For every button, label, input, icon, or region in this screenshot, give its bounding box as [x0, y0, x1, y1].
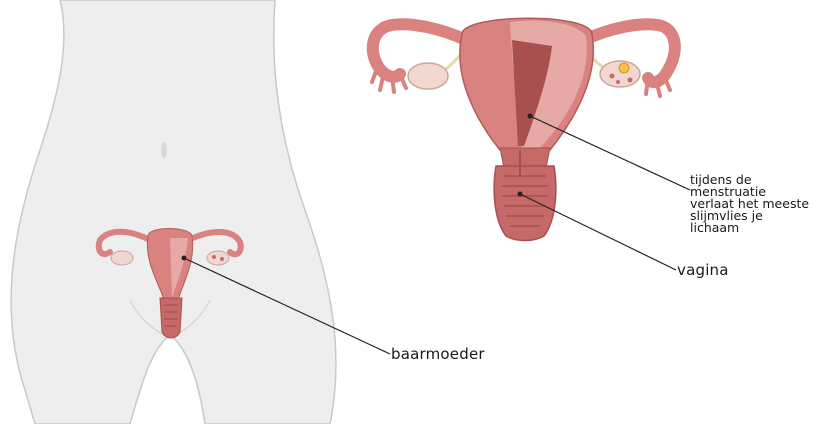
uterus-label: baarmoeder: [391, 345, 485, 363]
vagina-label: vagina: [677, 261, 729, 279]
uterus-large-icon: [372, 18, 675, 240]
torso-silhouette-icon: [11, 0, 336, 424]
menstruation-label: tijdens de menstruatie verlaat het meest…: [690, 174, 809, 234]
menstruation-line-5: lichaam: [690, 222, 809, 234]
navel-icon: [161, 142, 167, 158]
